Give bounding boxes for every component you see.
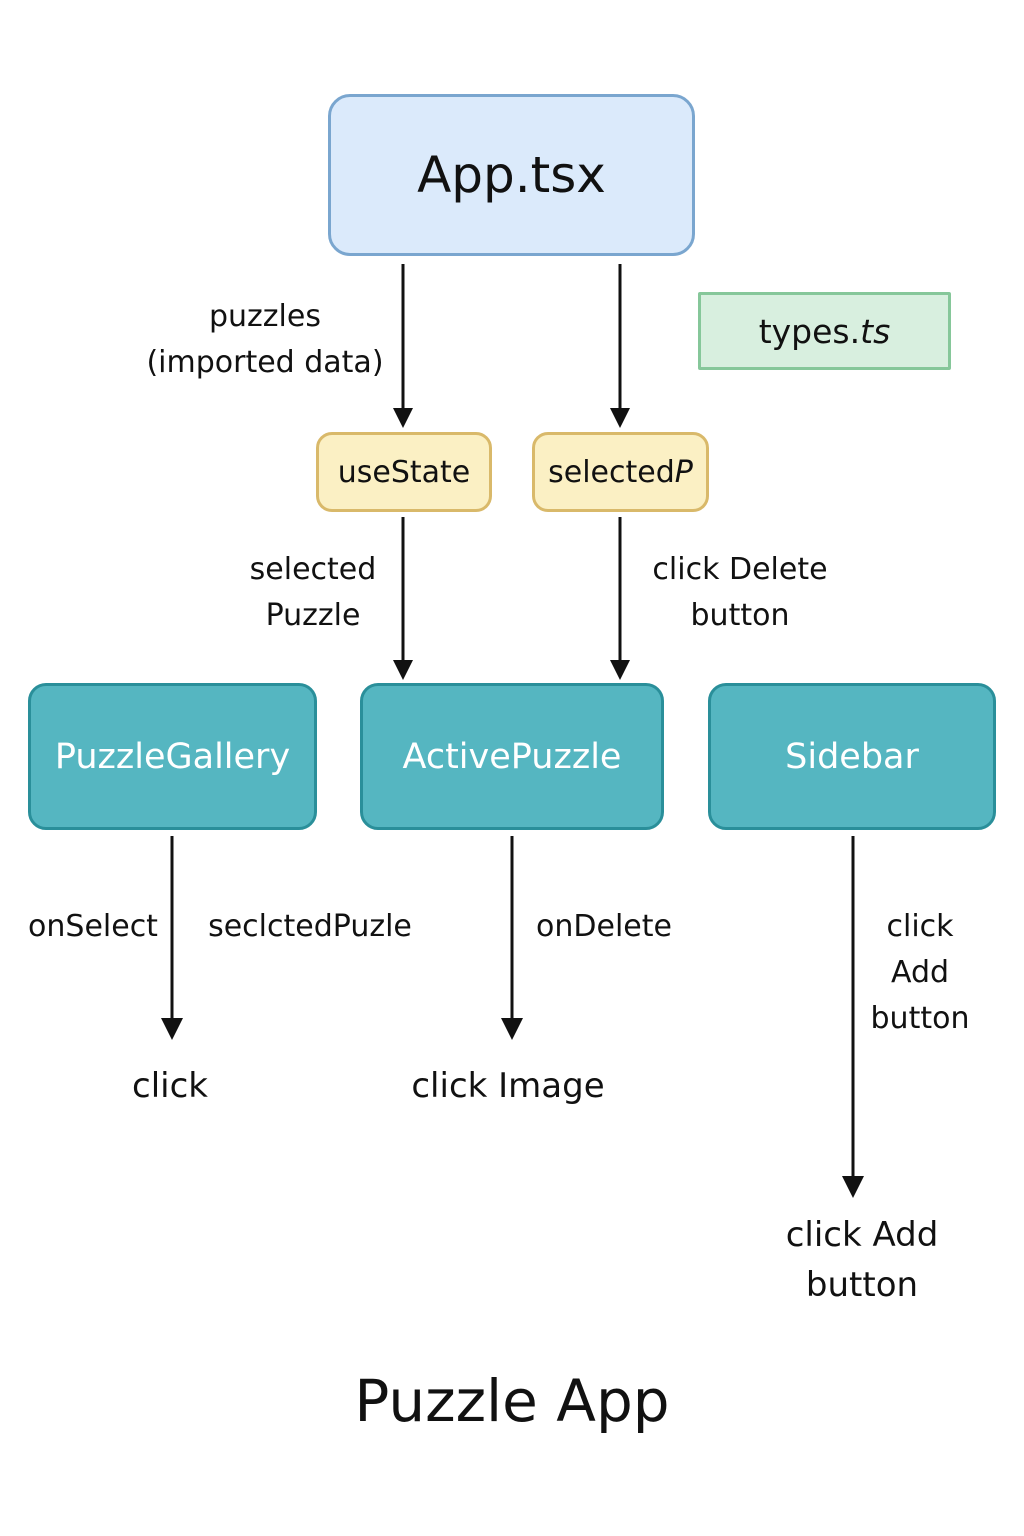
use-state-node: useState xyxy=(316,432,492,512)
sidebar-label: Sidebar xyxy=(785,736,919,777)
edge-label-selected-puzzle-line-1: selected xyxy=(249,552,377,587)
arrow-activepuzzle-to-click-image xyxy=(501,836,523,1040)
edge-label-puzzles-line-1: puzzles xyxy=(209,299,321,334)
leaf-label-click-add-button: click Add button xyxy=(762,1210,962,1310)
sidebar-node: Sidebar xyxy=(708,683,996,830)
edge-label-click-add-line-1: click xyxy=(886,909,954,944)
edge-label-seclected-puzle: seclctedPuzle xyxy=(208,909,412,944)
selected-p-label: selectedP xyxy=(548,455,693,490)
types-ts-label-prefix: types. xyxy=(758,311,861,351)
types-ts-node: types.ts xyxy=(698,292,951,370)
edge-label-click-add-line-2: Add xyxy=(890,955,950,990)
edge-label-on-delete: onDelete xyxy=(536,909,672,944)
types-ts-label-suffix: ts xyxy=(860,311,891,351)
edge-label-on-select: onSelect xyxy=(28,909,158,944)
edge-label-puzzles: puzzles (imported data) xyxy=(130,294,400,386)
edge-label-puzzles-line-2: (imported data) xyxy=(146,345,384,380)
selected-p-node: selectedP xyxy=(532,432,709,512)
arrow-app-to-selectedp xyxy=(610,264,630,428)
active-puzzle-node: ActivePuzzle xyxy=(360,683,664,830)
types-ts-label: types.ts xyxy=(759,312,891,351)
selected-p-label-suffix: P xyxy=(674,454,693,490)
edge-label-click-delete-line-1: click Delete xyxy=(652,552,828,587)
leaf-label-click-add-line-2: button xyxy=(805,1265,919,1305)
leaf-label-click-add-line-1: click Add xyxy=(785,1215,939,1255)
edge-label-click-delete-line-2: button xyxy=(690,598,790,633)
edge-label-selected-puzzle: selected Puzzle xyxy=(230,547,396,639)
selected-p-label-prefix: selected xyxy=(548,454,675,490)
edge-label-click-add-line-3: button xyxy=(870,1001,970,1036)
edge-label-click-add-button: click Add button xyxy=(850,904,990,1042)
use-state-label: useState xyxy=(337,454,471,490)
edge-label-click-delete: click Delete button xyxy=(630,547,850,639)
puzzle-gallery-label: PuzzleGallery xyxy=(54,736,291,777)
arrow-usestate-to-activepuzzle xyxy=(393,517,413,680)
leaf-label-click: click xyxy=(132,1066,208,1106)
puzzle-gallery-node: PuzzleGallery xyxy=(28,683,317,830)
app-tsx-label: App.tsx xyxy=(417,146,606,204)
edge-label-selected-puzzle-line-2: Puzzle xyxy=(265,598,361,633)
arrow-selectedp-to-activepuzzle xyxy=(610,517,630,680)
leaf-label-click-image: click Image xyxy=(411,1066,605,1106)
diagram-title: Puzzle App xyxy=(354,1367,670,1435)
active-puzzle-label: ActivePuzzle xyxy=(402,736,622,777)
app-tsx-node: App.tsx xyxy=(328,94,695,256)
